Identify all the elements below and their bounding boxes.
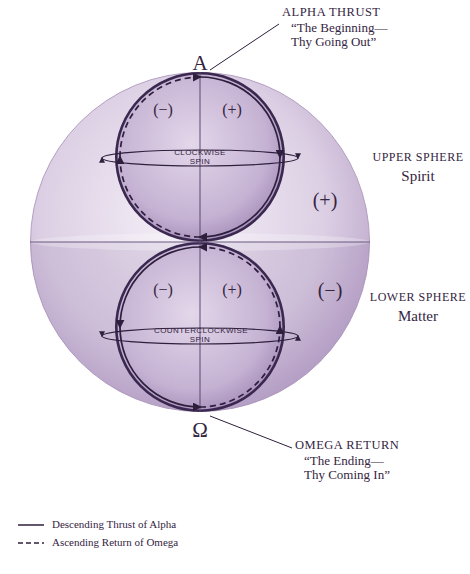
lower-sphere-circle-shape [116,243,283,410]
callout-title: ALPHA THRUST [282,6,381,20]
polarity-sign: (−) [153,281,173,299]
legend-dashed-sample [18,542,44,544]
leader-line [210,24,279,70]
upper-sphere-circle: (−) (+) CLOCKWISE SPIN [115,72,285,242]
polarity-sign: (+) [313,189,338,211]
legend-text: Descending Thrust of Alpha [52,518,176,530]
outer-sphere: (+) (−) (−) (+) CLOCKWISE SPIN (−) (+) COUNTERC… [30,72,370,412]
sphere-title: LOWER SPHERE [370,291,466,304]
callout-quote: “The Ending— Thy Coming In” [304,454,392,483]
sphere-subtitle: Matter [398,308,438,325]
alpha-letter: A [192,52,207,75]
outer-sphere-shape [31,73,370,412]
lower-sphere-circle: (−) (+) COUNTERCLOCKWISE SPIN [115,242,285,412]
omega-letter: Ω [192,419,208,442]
callout-quote: “The Beginning— Thy Going Out” [291,21,401,50]
legend-text: Ascending Return of Omega [52,536,178,548]
polarity-sign: (+) [222,281,242,299]
legend-solid-sample [18,524,44,526]
sphere-subtitle: Spirit [401,168,434,185]
sphere-title: UPPER SPHERE [372,151,463,164]
spin-label: CLOCKWISE SPIN [172,149,228,167]
polarity-sign: (−) [153,101,173,119]
spin-label: COUNTERCLOCKWISE SPIN [154,327,246,345]
leader-line [210,416,292,448]
polarity-sign: (−) [318,279,343,301]
lower-hemisphere-shade [31,242,370,411]
polarity-sign: (+) [222,101,242,119]
callout-title: OMEGA RETURN [295,439,399,453]
upper-sphere-circle-shape [116,73,283,240]
